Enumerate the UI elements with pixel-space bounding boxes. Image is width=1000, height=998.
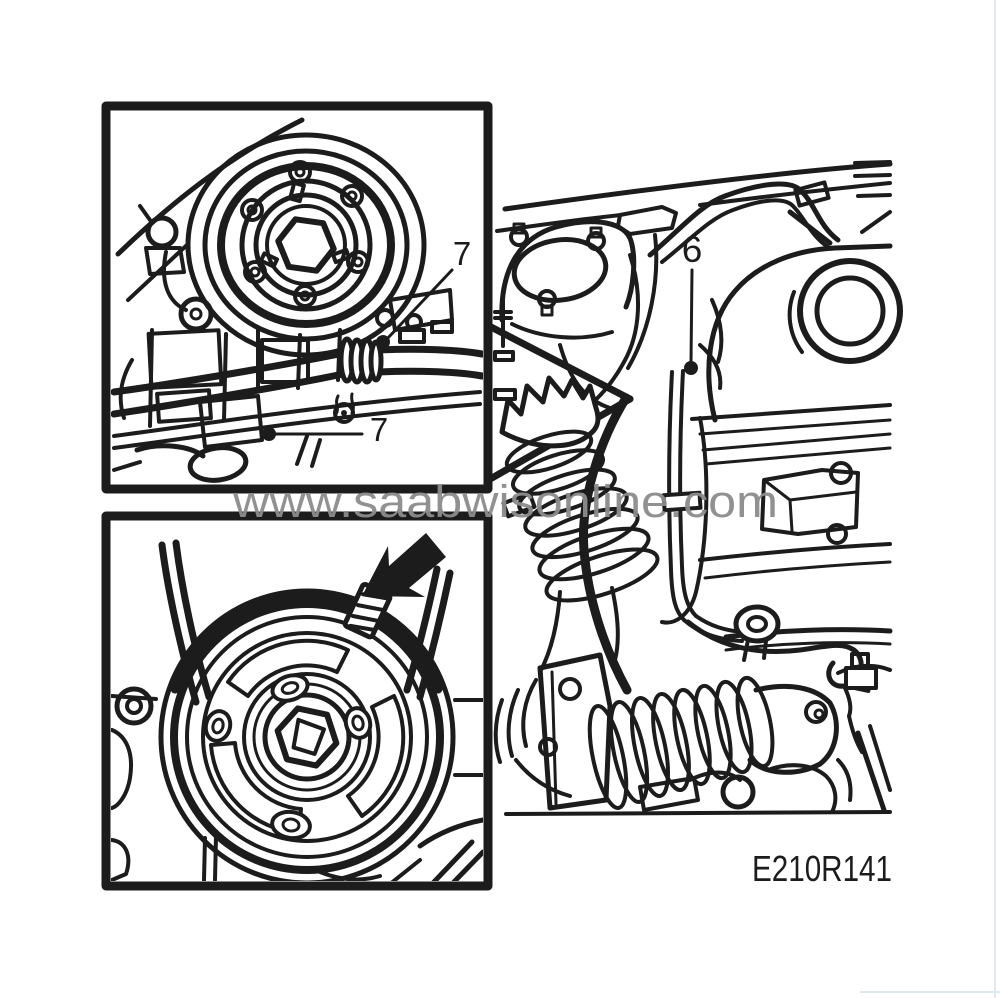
callout-7-upper-label: 7 (453, 235, 471, 272)
engine-bay-illustration: 6 (493, 160, 903, 816)
callout-7-upper-leader (384, 268, 454, 342)
strut-tower-flange (499, 219, 637, 340)
callout-7-lower: 7 (262, 411, 388, 448)
coolant-pipe (111, 336, 483, 450)
inset-top-border (101, 101, 493, 494)
pulley-hub-hex (274, 705, 340, 769)
timing-cover-edge (578, 393, 632, 695)
callout-7-upper-dot (376, 335, 390, 349)
heater-hose (647, 180, 841, 264)
pipe-bracket (112, 392, 355, 483)
engine-bottom (504, 763, 892, 816)
pulley-spoke-slots (209, 638, 406, 835)
callout-7-lower-dot (262, 427, 276, 441)
hatch-marks (295, 434, 322, 468)
intake-hose (537, 652, 839, 811)
clipped-edge-marks (493, 298, 517, 401)
inset-oil-pump-detail: 7 7 (101, 101, 493, 494)
bracket-brick (616, 205, 678, 236)
inset-bottom-border (101, 511, 493, 891)
hose-clamp (793, 180, 831, 208)
callout-6: 6 (682, 229, 703, 375)
gearbox-details (836, 652, 892, 813)
timing-cover-face (660, 416, 709, 625)
pipe-clip (661, 490, 703, 513)
rotor-bolts (240, 160, 370, 308)
surrounding-parts (111, 686, 483, 881)
callout-7-lower-label: 7 (370, 411, 388, 448)
banjo-fitting (733, 604, 781, 662)
callout-6-label: 6 (682, 229, 703, 270)
drive-belt (158, 539, 454, 706)
spark-plug-cover (760, 461, 860, 545)
hood-lines (495, 160, 893, 234)
inset-crank-pulley-detail (101, 511, 493, 891)
callout-6-leader (689, 268, 694, 364)
watermark-text: www.saabwisonline.com (232, 476, 778, 527)
figure-code: E210R141 (752, 848, 892, 889)
throttle-duct (747, 683, 839, 775)
callout-6-dot (684, 361, 698, 375)
pipe-grommet (338, 336, 384, 385)
hose-rib-arcs (493, 678, 572, 798)
callout-7-upper: 7 (376, 235, 471, 349)
belt-wrap (170, 592, 443, 694)
crank-pulley (158, 588, 456, 881)
pulley-eyelets (203, 673, 373, 841)
oil-filler-cap (787, 258, 903, 364)
ribbed-cone (499, 375, 660, 674)
oil-pump-rotor (185, 132, 427, 358)
direction-arrow-icon (362, 533, 446, 597)
cam-cover (690, 243, 903, 580)
fuel-rail (723, 604, 893, 662)
